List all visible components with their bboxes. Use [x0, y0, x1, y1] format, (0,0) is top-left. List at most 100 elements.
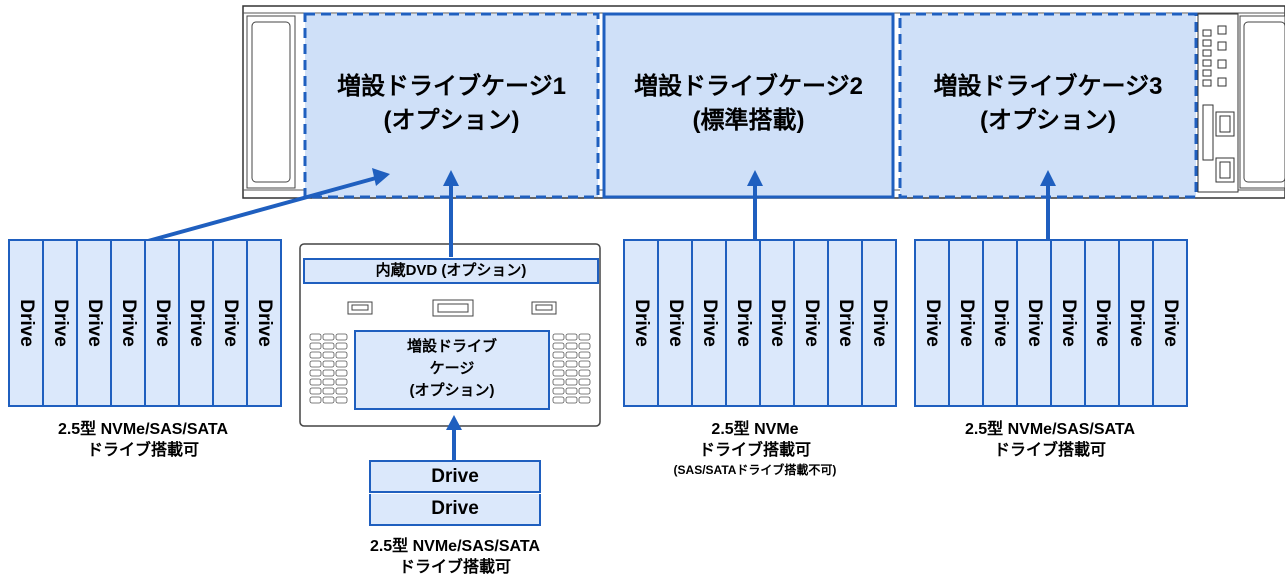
caption-bottom-line1: 2.5型 NVMe/SAS/SATA: [369, 538, 541, 555]
vent-slot: [565, 342, 578, 350]
cage-1-line2: (オプション): [383, 107, 520, 134]
drive-bay: Drive: [1084, 239, 1120, 407]
vent-slot: [578, 369, 591, 377]
caption-left: 2.5型 NVMe/SAS/SATA ドライブ搭載可: [8, 419, 278, 461]
vent-slot: [322, 351, 335, 359]
caption-center-line2: ドライブ搭載可: [698, 442, 811, 459]
drive-bay-label: Drive: [631, 299, 652, 347]
vent-slot: [552, 360, 565, 368]
cage-2-label: 増設ドライブケージ2 (標準搭載): [604, 70, 893, 138]
vent-slot: [322, 387, 335, 395]
vent-slot: [552, 333, 565, 341]
vent-slot: [578, 360, 591, 368]
cage-3-line2: (オプション): [980, 107, 1116, 134]
vent-slot: [565, 387, 578, 395]
drive-bay-label: Drive: [1058, 299, 1079, 347]
cage-2-line1: 増設ドライブケージ2: [634, 73, 863, 100]
drive-bay: Drive: [1050, 239, 1086, 407]
vent-slot: [335, 396, 348, 404]
drive-bay: Drive: [212, 239, 248, 407]
vent-slot: [322, 369, 335, 377]
drive-bay-label: Drive: [118, 299, 139, 347]
drive-bay: Drive: [144, 239, 180, 407]
vent-slot: [335, 360, 348, 368]
drive-bay-label: Drive: [990, 299, 1011, 347]
drive-bay-label: Drive: [1092, 299, 1113, 347]
caption-bottom-line2: ドライブ搭載可: [398, 559, 511, 576]
vent-slot: [322, 378, 335, 386]
drive-bay-label: Drive: [699, 299, 720, 347]
vent-slot: [552, 351, 565, 359]
drive-bay: Drive: [1152, 239, 1188, 407]
vent-slot: [578, 351, 591, 359]
vent-slot: [578, 387, 591, 395]
drive-bay-label: Drive: [801, 299, 822, 347]
drive-bay: Drive: [76, 239, 112, 407]
inner-cage-line3: (オプション): [409, 382, 495, 399]
caption-center-line3: (SAS/SATAドライブ搭載不可): [673, 463, 837, 477]
vent-slot: [309, 378, 322, 386]
vent-slot: [552, 387, 565, 395]
drive-bay: Drive: [914, 239, 950, 407]
drive-bay-label: Drive: [1126, 299, 1147, 347]
vent-slot: [335, 351, 348, 359]
drive-bay: Drive: [725, 239, 761, 407]
cage-2-line2: (標準搭載): [692, 107, 805, 134]
cage-2-box: [602, 12, 895, 199]
drive-bay-label: Drive: [84, 299, 105, 347]
drive-bay: Drive: [827, 239, 863, 407]
drive-bay-label: Drive: [922, 299, 943, 347]
caption-right: 2.5型 NVMe/SAS/SATA ドライブ搭載可: [900, 419, 1200, 461]
caption-left-line2: ドライブ搭載可: [86, 442, 199, 459]
inner-drive-cage: 増設ドライブ ケージ (オプション): [354, 330, 550, 410]
drive-bay-label: Drive: [835, 299, 856, 347]
drive-bay: Drive: [42, 239, 78, 407]
vent-slot: [322, 360, 335, 368]
vent-slot: [578, 396, 591, 404]
cage-3-line1: 増設ドライブケージ3: [933, 73, 1163, 100]
vent-slot: [552, 378, 565, 386]
drive-bay: Drive: [793, 239, 829, 407]
vent-slot: [565, 369, 578, 377]
drive-bay-label: Drive: [186, 299, 207, 347]
inner-cage-line2: ケージ: [429, 360, 475, 377]
vent-slot: [309, 369, 322, 377]
cage-3-box: [898, 12, 1198, 199]
vent-slot: [335, 333, 348, 341]
drive-bay-label: Drive: [733, 299, 754, 347]
vent-slot: [309, 396, 322, 404]
cage-1-label: 増設ドライブケージ1 (オプション): [305, 70, 598, 138]
vent-slot: [565, 396, 578, 404]
vent-slot: [335, 342, 348, 350]
drive-bay: Drive: [178, 239, 214, 407]
vent-slot: [565, 333, 578, 341]
front-panel: [1197, 13, 1239, 193]
vent-slot: [335, 378, 348, 386]
vent-slot: [309, 360, 322, 368]
vent-slot: [322, 333, 335, 341]
drive-bay: Drive: [110, 239, 146, 407]
drive-bay-label: Drive: [16, 299, 37, 347]
vent-slot: [565, 360, 578, 368]
drive-bay: Drive: [691, 239, 727, 407]
caption-right-line1: 2.5型 NVMe/SAS/SATA: [964, 421, 1136, 438]
vent-slot: [565, 351, 578, 359]
drive-bay: Drive: [246, 239, 282, 407]
vent-slot: [335, 369, 348, 377]
drive-bay-label: Drive: [1160, 299, 1181, 347]
drive-bay: Drive: [982, 239, 1018, 407]
drive-bay: Drive: [759, 239, 795, 407]
drive-bay-label: Drive: [254, 299, 275, 347]
caption-center: 2.5型 NVMe ドライブ搭載可 (SAS/SATAドライブ搭載不可): [610, 419, 900, 479]
drive-bay: Drive: [657, 239, 693, 407]
drive-bay: Drive: [861, 239, 897, 407]
vent-slot: [309, 342, 322, 350]
vent-slot: [578, 342, 591, 350]
drive-bay: Drive: [948, 239, 984, 407]
cage-1-line1: 増設ドライブケージ1: [337, 73, 566, 100]
drive-bay: Drive: [623, 239, 659, 407]
